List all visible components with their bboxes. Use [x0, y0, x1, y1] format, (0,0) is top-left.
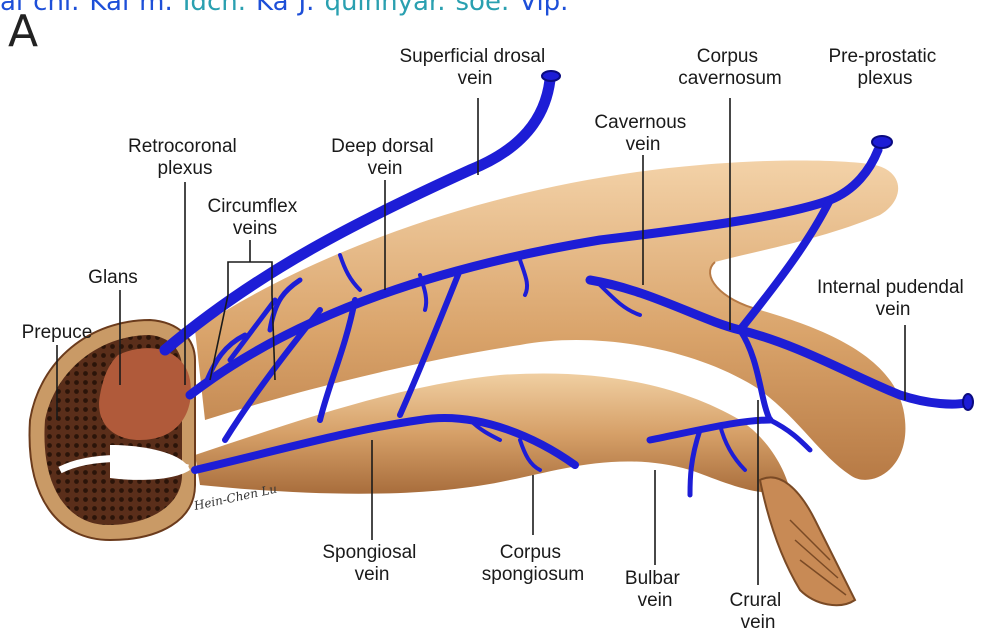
label-line: vein	[876, 299, 911, 320]
label-line: vein	[368, 158, 403, 179]
label-line: veins	[233, 218, 277, 239]
label-superficial-dorsal-vein: Superficial drosal vein	[399, 46, 550, 89]
label-circumflex-veins: Circumflex veins	[207, 196, 302, 239]
label-line: Circumflex	[207, 196, 297, 217]
label-line: Bulbar	[625, 568, 681, 589]
label-line: vein	[458, 68, 493, 89]
label-crural-vein: Crural vein	[729, 590, 786, 633]
label-corpus-spongiosum: Corpus spongiosum	[482, 542, 584, 585]
label-line: vein	[741, 612, 776, 633]
label-line: Spongiosal	[322, 542, 416, 563]
label-line: Superficial drosal	[399, 46, 545, 67]
label-line: plexus	[858, 68, 913, 89]
label-internal-pudendal-vein: Internal pudendal vein	[817, 277, 969, 320]
label-corpus-cavernosum: Corpus cavernosum	[678, 46, 782, 89]
label-pre-prostatic-plexus: Pre-prostatic plexus	[829, 46, 942, 89]
label-prepuce: Prepuce	[22, 322, 93, 343]
label-line: Deep dorsal	[331, 136, 433, 157]
glans-section	[30, 320, 195, 540]
label-line: Internal pudendal	[817, 277, 964, 298]
label-cavernous-vein: Cavernous vein	[594, 112, 691, 155]
label-retrocoronal-plexus: Retrocoronal plexus	[128, 136, 242, 179]
label-spongiosal-vein: Spongiosal vein	[322, 542, 421, 585]
label-glans: Glans	[88, 267, 138, 288]
label-line: cavernosum	[678, 68, 782, 89]
label-line: Cavernous	[594, 112, 686, 133]
label-line: Crural	[729, 590, 781, 611]
label-bulbar-vein: Bulbar vein	[625, 568, 685, 611]
label-line: Corpus	[697, 46, 758, 67]
label-line: Retrocoronal	[128, 136, 237, 157]
label-line: plexus	[158, 158, 213, 179]
label-line: vein	[626, 134, 661, 155]
label-line: vein	[638, 590, 673, 611]
label-line: spongiosum	[482, 564, 584, 585]
label-line: vein	[355, 564, 390, 585]
label-line: Corpus	[500, 542, 561, 563]
label-line: Pre-prostatic	[829, 46, 937, 67]
label-deep-dorsal-vein: Deep dorsal vein	[331, 136, 439, 179]
